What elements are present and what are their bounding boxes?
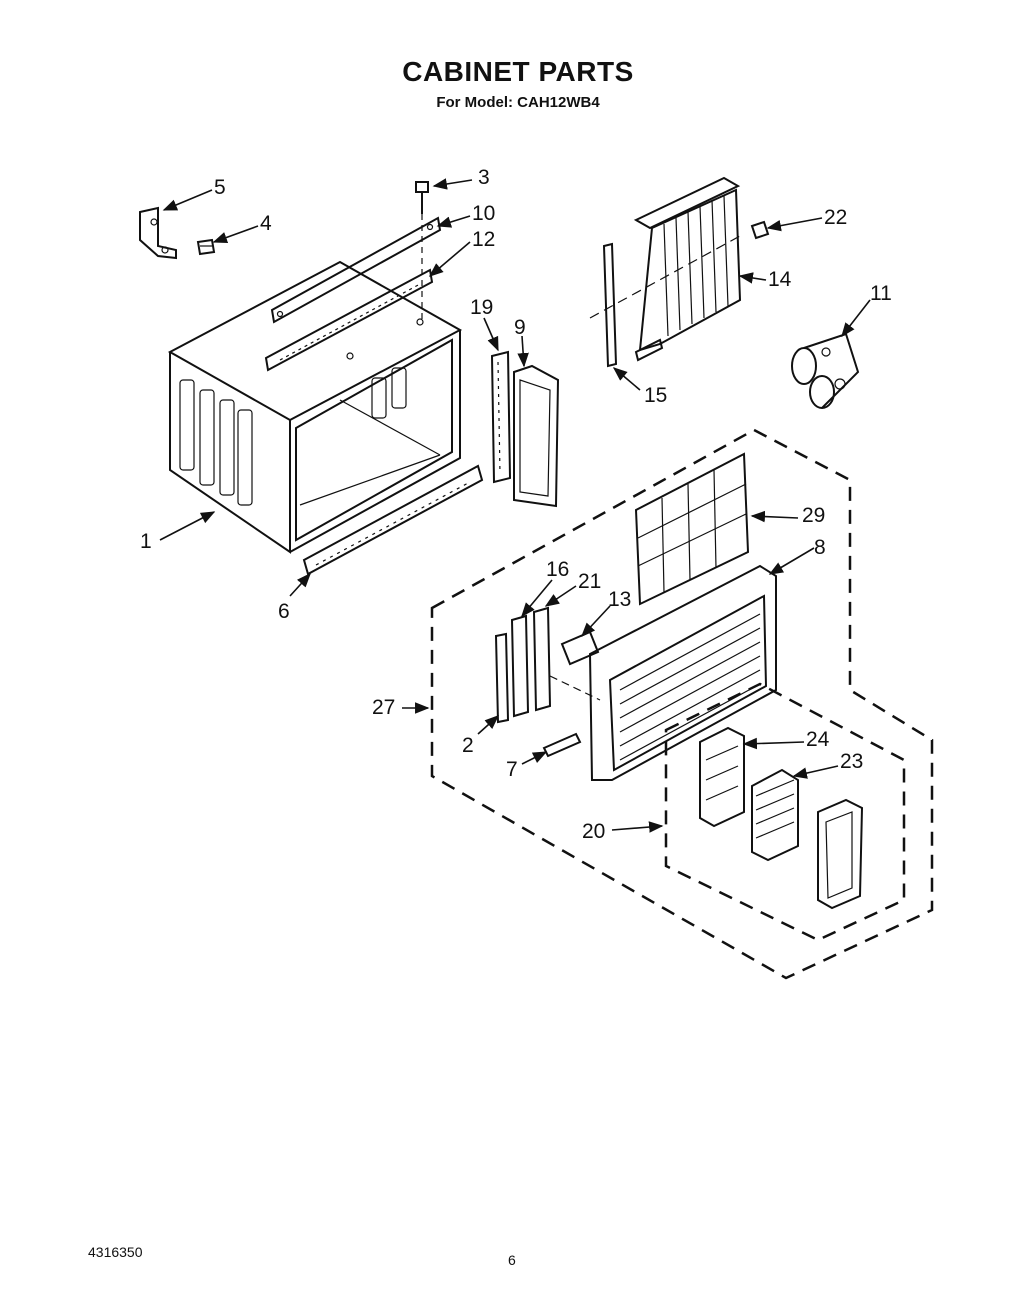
part-19-side-gasket xyxy=(490,350,512,484)
part-4-screw xyxy=(196,238,216,256)
callout-19: 19 xyxy=(470,296,493,319)
callout-7: 7 xyxy=(506,758,518,781)
part-13-badge xyxy=(560,630,600,666)
part-2-gasket xyxy=(494,632,510,724)
part-10-top-rail xyxy=(270,216,442,324)
callout-5: 5 xyxy=(214,176,226,199)
part-12-seal-strip xyxy=(264,268,434,372)
callout-4: 4 xyxy=(260,212,272,235)
callout-6: 6 xyxy=(278,600,290,623)
part-5-bracket xyxy=(139,206,177,260)
callout-23: 23 xyxy=(840,750,863,773)
part-24-vent-frame xyxy=(699,726,745,828)
callout-2: 2 xyxy=(462,734,474,757)
callout-22: 22 xyxy=(824,206,847,229)
part-14-side-curtain xyxy=(589,176,742,362)
part-15-rail xyxy=(602,242,618,368)
part-23-louver xyxy=(751,768,799,862)
part-7-clip xyxy=(542,732,582,758)
part-16-gasket xyxy=(510,614,530,718)
callout-10: 10 xyxy=(472,202,495,225)
callout-27: 27 xyxy=(372,696,395,719)
callout-13: 13 xyxy=(608,588,631,611)
part-6-bottom-rail xyxy=(302,464,484,576)
callout-3: 3 xyxy=(478,166,490,189)
part-8-front-grille xyxy=(588,564,777,781)
callout-1: 1 xyxy=(140,530,152,553)
model-subtitle: For Model: CAH12WB4 xyxy=(436,94,600,111)
callout-16: 16 xyxy=(546,558,569,581)
callout-12: 12 xyxy=(472,228,495,251)
part-22-screw xyxy=(750,220,770,240)
callout-29: 29 xyxy=(802,504,825,527)
kit-27-outline xyxy=(430,428,934,980)
callout-9: 9 xyxy=(514,316,526,339)
part-29-filter xyxy=(634,452,750,606)
part-21-gasket xyxy=(532,606,601,712)
callout-11: 11 xyxy=(870,282,892,305)
callout-14: 14 xyxy=(768,268,792,291)
callout-20: 20 xyxy=(582,820,605,843)
callout-24: 24 xyxy=(806,728,830,751)
vent-insert xyxy=(817,798,864,910)
callout-8: 8 xyxy=(814,536,826,559)
page-number: 6 xyxy=(508,1252,516,1268)
part-11-clamp xyxy=(791,332,860,409)
document-number: 4316350 xyxy=(88,1244,143,1260)
part-9-panel xyxy=(513,364,560,508)
part-3-screw xyxy=(415,181,429,322)
callout-21: 21 xyxy=(578,570,601,593)
part-1-cabinet xyxy=(167,260,463,554)
callout-15: 15 xyxy=(644,384,667,407)
page-title: CABINET PARTS xyxy=(402,56,634,87)
